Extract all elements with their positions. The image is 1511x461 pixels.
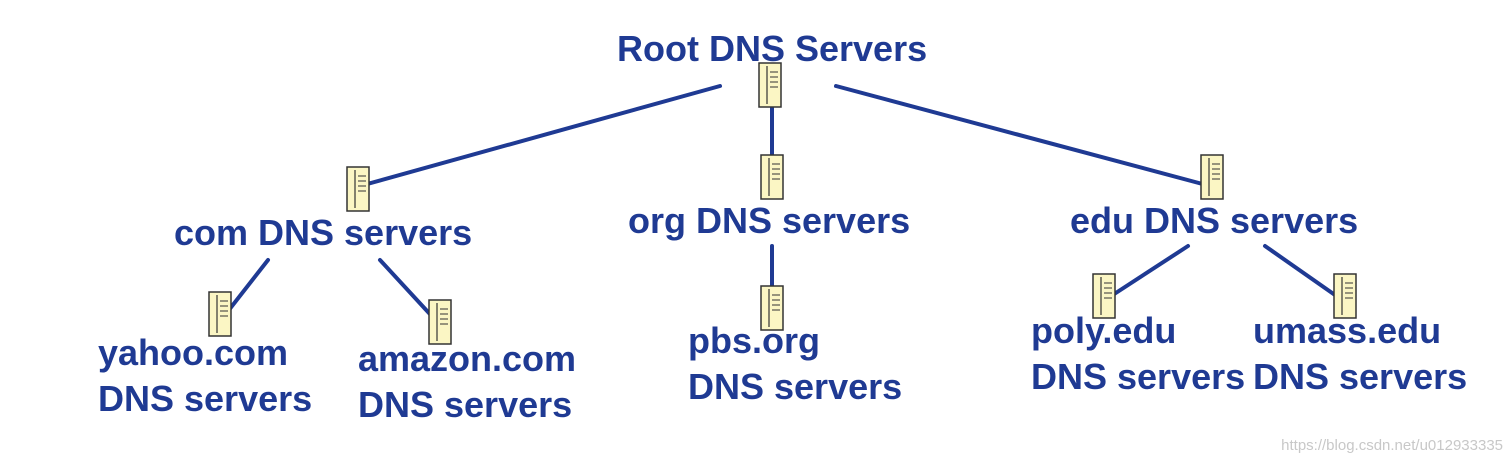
poly-dns-label: poly.edu DNS servers [1031,308,1245,400]
com-server-icon [346,166,370,212]
edge-root-edu [834,84,1212,188]
pbs-dns-label: pbs.org DNS servers [688,318,902,410]
edge-root-com [358,84,722,188]
edge-edu-poly [1103,244,1190,302]
umass-dns-label: umass.edu DNS servers [1253,308,1467,400]
yahoo-dns-label: yahoo.com DNS servers [98,330,312,422]
yahoo-servers: DNS servers [98,378,313,419]
pbs-domain: pbs.org [688,320,820,361]
amazon-servers: DNS servers [358,384,573,425]
umass-servers: DNS servers [1253,356,1468,397]
amazon-domain: amazon.com [358,338,577,379]
org-dns-label: org DNS servers [628,200,911,241]
com-dns-label: com DNS servers [174,212,473,253]
pbs-servers: DNS servers [688,366,903,407]
root-dns-label: Root DNS Servers [617,28,928,69]
org-server-icon [760,154,784,200]
umass-server-icon [1333,273,1357,319]
watermark-text: https://blog.csdn.net/u012933335 [1281,437,1503,454]
edu-server-icon [1200,154,1224,200]
edge-edu-umass [1263,244,1347,304]
amazon-server-icon [428,299,452,345]
yahoo-server-icon [208,291,232,337]
root-server-icon [758,62,782,108]
poly-server-icon [1092,273,1116,319]
edge-com-yahoo [223,258,270,317]
poly-servers: DNS servers [1031,356,1246,397]
amazon-dns-label: amazon.com DNS servers [358,336,576,428]
poly-domain: poly.edu [1031,310,1177,351]
yahoo-domain: yahoo.com [98,332,289,373]
umass-domain: umass.edu [1253,310,1442,351]
edu-dns-label: edu DNS servers [1070,200,1359,241]
pbs-server-icon [760,285,784,331]
